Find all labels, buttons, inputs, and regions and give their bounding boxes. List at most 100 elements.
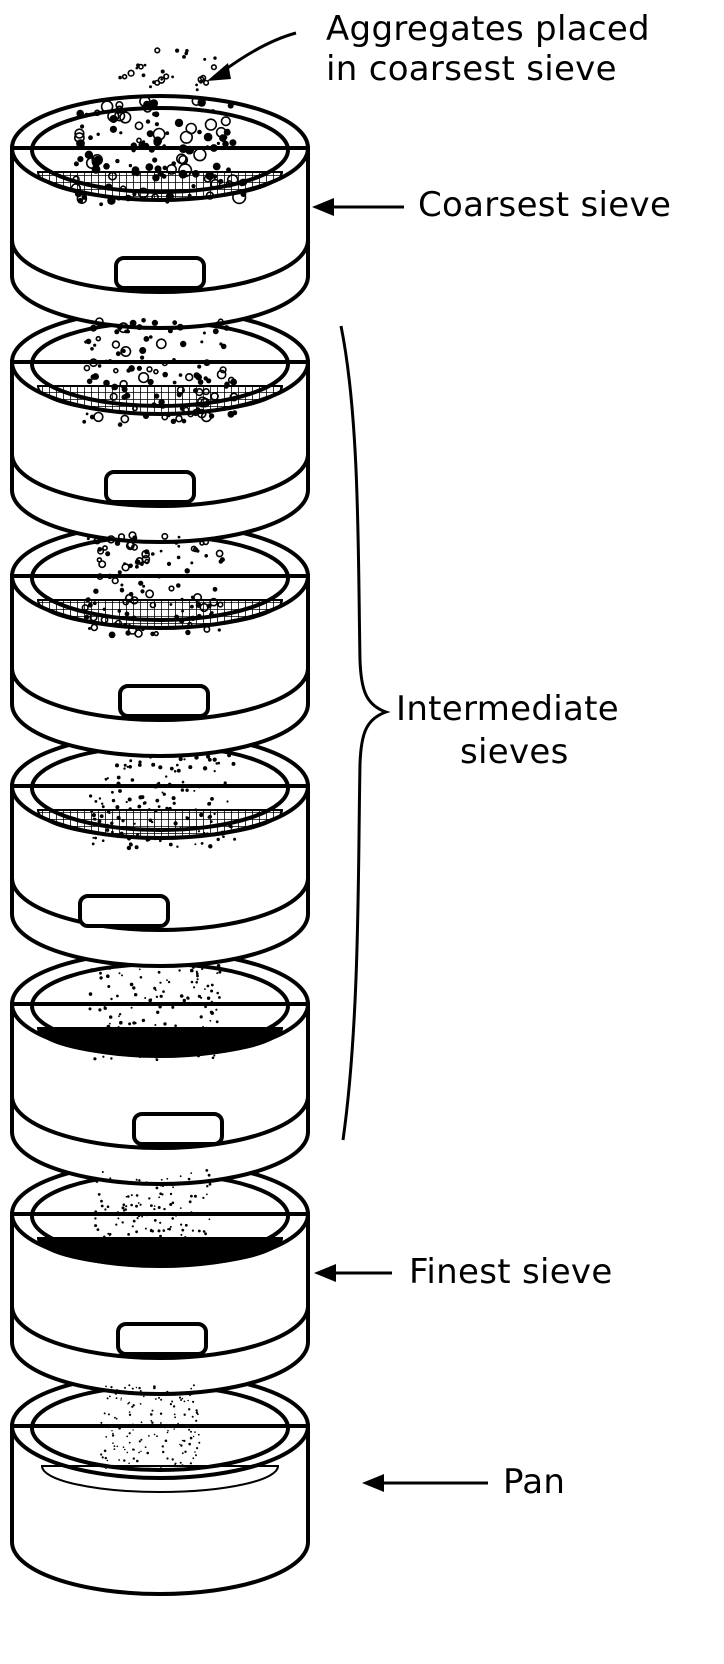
particle xyxy=(109,1023,111,1025)
particle xyxy=(126,368,130,372)
particle xyxy=(170,1226,172,1228)
particle xyxy=(178,536,181,539)
sieve-handle xyxy=(106,472,194,502)
particle xyxy=(212,1034,215,1037)
particle xyxy=(116,782,120,786)
intermediate-brace xyxy=(341,326,386,1140)
particle xyxy=(216,992,219,995)
particle xyxy=(91,1031,93,1033)
particle xyxy=(141,1216,143,1218)
particle xyxy=(138,1214,141,1217)
particle xyxy=(170,1193,172,1195)
particle xyxy=(152,157,157,162)
particle xyxy=(113,341,120,348)
particle xyxy=(99,202,103,206)
particle xyxy=(154,809,157,812)
particle xyxy=(172,1002,174,1004)
particle xyxy=(194,1425,196,1427)
particle xyxy=(163,793,166,796)
particle xyxy=(156,1058,158,1060)
particle xyxy=(159,1192,162,1195)
particle xyxy=(173,802,176,805)
particle xyxy=(103,380,110,387)
particle xyxy=(107,824,109,826)
particle xyxy=(194,843,196,845)
particle xyxy=(180,341,186,347)
particle xyxy=(179,1028,182,1031)
sieve-3 xyxy=(12,524,308,756)
particle xyxy=(95,1180,98,1183)
coarsest-sieve-label: Coarsest sieve xyxy=(418,186,671,224)
particle xyxy=(162,372,168,378)
particle xyxy=(182,419,187,424)
particle xyxy=(154,393,159,398)
particle xyxy=(195,84,198,87)
particle xyxy=(100,1453,102,1455)
particle xyxy=(131,1391,133,1393)
particle xyxy=(198,1434,200,1436)
particle xyxy=(155,799,159,803)
particle xyxy=(130,1204,133,1207)
particle xyxy=(110,1040,112,1042)
particle xyxy=(167,1237,169,1239)
particle xyxy=(150,1413,153,1416)
particle xyxy=(92,813,96,817)
particle xyxy=(196,549,199,552)
particle xyxy=(135,1230,138,1233)
particle xyxy=(149,147,155,153)
particle xyxy=(107,810,110,813)
particle xyxy=(210,820,213,823)
particle xyxy=(87,379,93,385)
particle xyxy=(98,819,102,823)
particle xyxy=(118,1427,121,1430)
particle xyxy=(188,1408,190,1410)
particle xyxy=(126,1196,128,1198)
particle xyxy=(128,1022,131,1025)
particle xyxy=(222,835,225,838)
particle xyxy=(151,1422,153,1424)
particle xyxy=(127,1233,130,1236)
particle xyxy=(204,1005,207,1008)
particle xyxy=(122,1206,125,1209)
particle xyxy=(137,805,141,809)
particle xyxy=(117,776,121,780)
particle xyxy=(132,1021,135,1024)
particle xyxy=(105,1457,107,1459)
particle xyxy=(159,1235,162,1238)
particle xyxy=(132,192,136,196)
particle xyxy=(93,1057,96,1060)
particle xyxy=(140,1390,142,1392)
particle xyxy=(149,755,152,758)
particle xyxy=(199,1181,202,1184)
particle xyxy=(171,1401,173,1403)
particle xyxy=(194,755,198,759)
particle xyxy=(160,1260,163,1263)
particle xyxy=(145,1446,147,1448)
particle xyxy=(192,1457,194,1459)
particle xyxy=(175,1214,177,1216)
particle xyxy=(88,135,93,140)
particle xyxy=(125,630,130,635)
particle xyxy=(165,1440,168,1443)
particle xyxy=(112,1465,114,1467)
particle xyxy=(112,1434,114,1436)
particle xyxy=(190,1424,192,1426)
particle xyxy=(198,379,204,385)
particle xyxy=(167,1432,169,1434)
particle xyxy=(174,770,177,773)
particle xyxy=(143,413,149,419)
particle xyxy=(169,1203,172,1206)
particle xyxy=(98,1255,101,1258)
particle xyxy=(124,1387,126,1389)
particle xyxy=(162,1445,164,1447)
particle xyxy=(98,1008,101,1011)
particle xyxy=(123,562,126,565)
particle xyxy=(100,1422,102,1424)
particle xyxy=(182,1035,185,1038)
particle xyxy=(117,1446,119,1448)
particle xyxy=(123,1203,126,1206)
particle xyxy=(195,1409,197,1411)
particle xyxy=(213,163,221,171)
particle xyxy=(201,968,203,970)
particle xyxy=(93,818,96,821)
